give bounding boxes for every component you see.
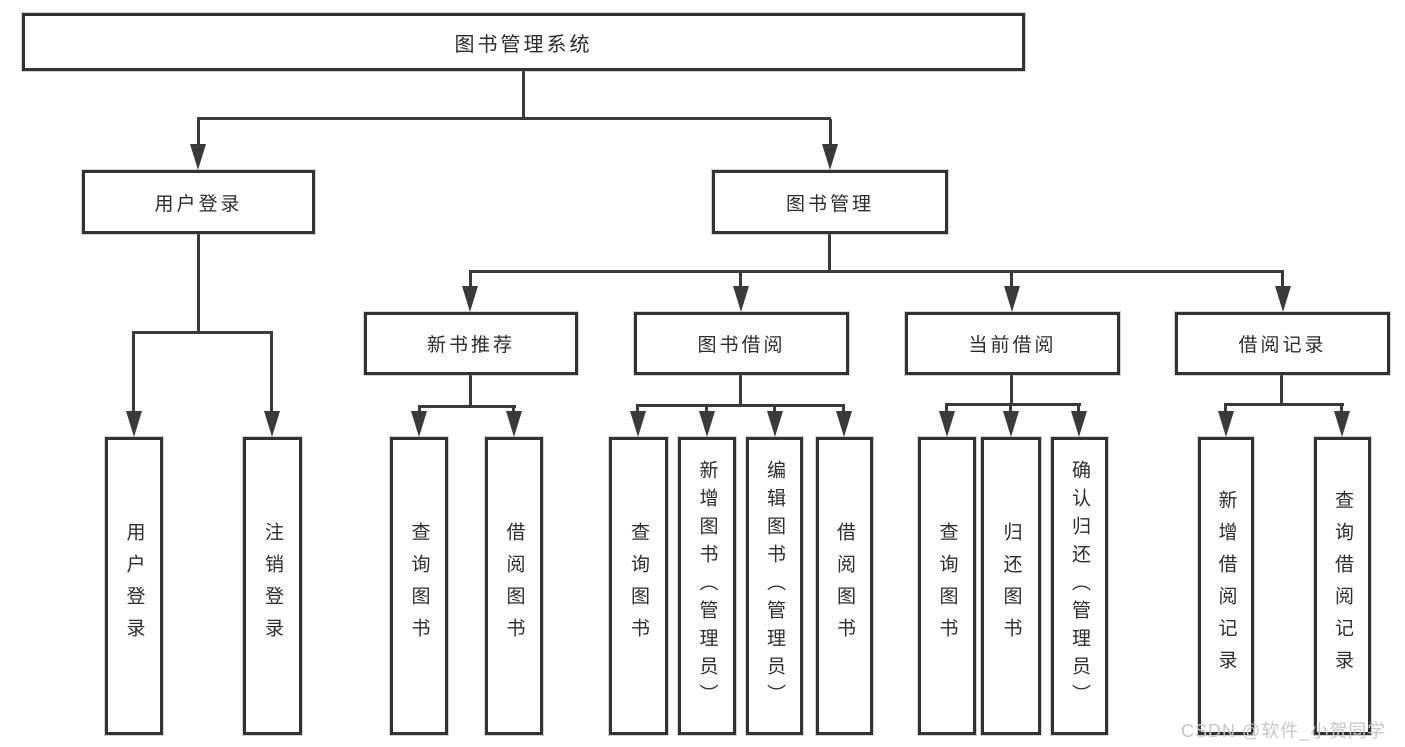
arrowhead-down-icon (836, 411, 852, 437)
connector-line (842, 406, 845, 413)
arrowhead-down-icon (767, 411, 783, 437)
node-current-borrowing: 当前借阅 (905, 312, 1120, 375)
node-book-borrowing: 图书借阅 (634, 312, 849, 375)
arrowhead-down-icon (1004, 286, 1020, 312)
arrowhead-down-icon (264, 411, 280, 437)
connector-line (945, 403, 1081, 406)
arrowhead-down-icon (411, 411, 427, 437)
arrowhead-down-icon (190, 144, 206, 170)
node-leaf-add-borrow-record: 新增借阅记录 (1198, 437, 1254, 735)
connector-line (705, 406, 708, 413)
connector-line (828, 234, 831, 272)
arrowhead-down-icon (1071, 411, 1087, 437)
connector-line (1010, 375, 1013, 405)
connector-line (773, 406, 776, 413)
connector-line (132, 331, 273, 334)
node-leaf-user-login: 用户登录 (105, 437, 163, 735)
arrowhead-down-icon (1275, 286, 1291, 312)
arrowhead-down-icon (699, 411, 715, 437)
connector-line (1224, 403, 1344, 406)
node-leaf-borrow-books: 借阅图书 (816, 437, 873, 735)
connector-line (469, 375, 472, 407)
connector-line (829, 119, 832, 147)
arrowhead-down-icon (733, 286, 749, 312)
connector-line (469, 270, 1284, 273)
connector-line (636, 404, 845, 407)
connector-line (945, 405, 948, 412)
connector-line (132, 333, 135, 412)
connector-line (636, 406, 639, 413)
connector-line (522, 70, 525, 118)
node-leaf-confirm-return-admin: 确认归还（管理员） (1051, 437, 1108, 735)
connector-line (469, 272, 472, 287)
node-borrowing-records: 借阅记录 (1175, 312, 1390, 375)
connector-line (418, 407, 421, 413)
csdn-watermark: CSDN @软件_小贺同学 (1181, 721, 1387, 741)
node-leaf-query-borrow-record: 查询借阅记录 (1314, 437, 1371, 735)
connector-line (1281, 272, 1284, 287)
arrowhead-down-icon (462, 286, 478, 312)
connector-line (197, 119, 200, 147)
connector-line (270, 333, 273, 412)
arrowhead-down-icon (630, 411, 646, 437)
node-leaf-query-books-rec: 查询图书 (390, 437, 448, 735)
connector-line (512, 407, 515, 413)
node-leaf-borrow-books-rec: 借阅图书 (485, 437, 543, 735)
node-leaf-edit-books-admin: 编辑图书（管理员） (746, 437, 803, 735)
connector-line (1224, 405, 1227, 412)
connector-line (739, 375, 742, 406)
node-leaf-return-books: 归还图书 (981, 437, 1041, 735)
connector-line (1340, 405, 1343, 412)
connector-line (197, 117, 831, 120)
node-leaf-query-books-borrow: 查询图书 (609, 437, 668, 735)
connector-line (197, 234, 200, 333)
connector-line (739, 272, 742, 287)
node-book-management-branch: 图书管理 (712, 170, 948, 234)
connector-line (1280, 375, 1283, 405)
arrowhead-down-icon (1003, 411, 1019, 437)
arrowhead-down-icon (822, 144, 838, 170)
connector-line (1010, 272, 1013, 287)
node-system-root: 图书管理系统 (22, 13, 1025, 71)
arrowhead-down-icon (506, 411, 522, 437)
connector-line (418, 405, 516, 408)
node-leaf-query-books-current: 查询图书 (918, 437, 976, 735)
connector-line (1077, 405, 1080, 412)
node-user-login-branch: 用户登录 (82, 170, 315, 234)
node-new-book-recommendation: 新书推荐 (364, 312, 578, 375)
arrowhead-down-icon (939, 411, 955, 437)
node-leaf-logout: 注销登录 (243, 437, 302, 735)
connector-line (1009, 405, 1012, 412)
node-leaf-add-books-admin: 新增图书（管理员） (678, 437, 736, 735)
arrowhead-down-icon (126, 411, 142, 437)
arrowhead-down-icon (1218, 411, 1234, 437)
arrowhead-down-icon (1334, 411, 1350, 437)
